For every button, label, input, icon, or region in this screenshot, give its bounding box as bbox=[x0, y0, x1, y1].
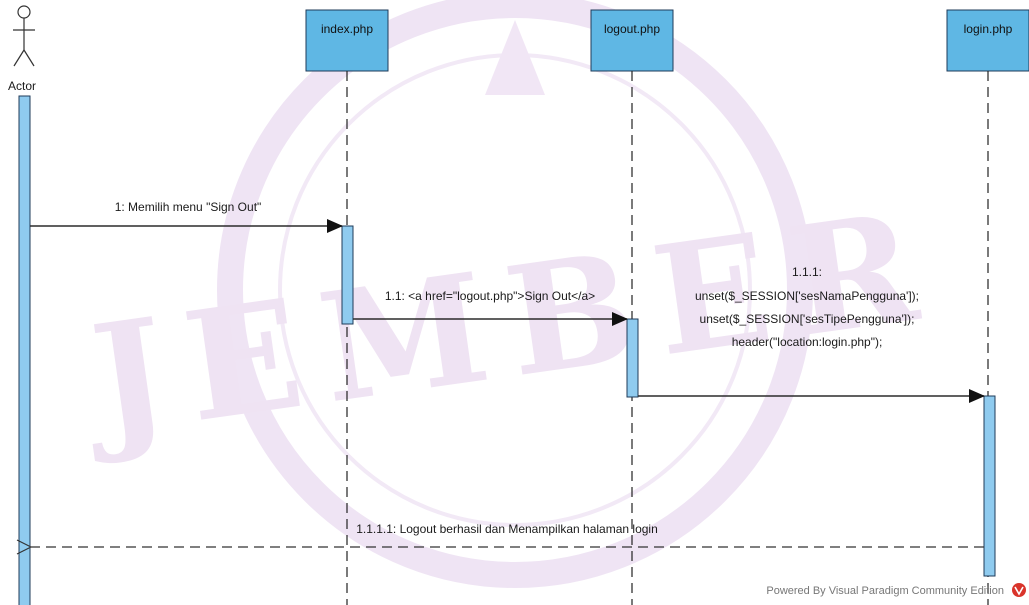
message-1: 1: Memilih menu "Sign Out" bbox=[30, 200, 343, 233]
login-activation-bar bbox=[983, 395, 996, 577]
logout-activation-bar bbox=[626, 318, 639, 398]
message-3-label-line-3: unset($_SESSION['sesTipePengguna']); bbox=[700, 312, 915, 326]
actor-activation-bar bbox=[18, 95, 31, 605]
message-2-label: 1.1: <a href="logout.php">Sign Out</a> bbox=[385, 289, 595, 303]
lifeline-login-label: login.php bbox=[964, 22, 1013, 36]
message-3-label-line-1: 1.1.1: bbox=[792, 265, 822, 279]
message-1-label: 1: Memilih menu "Sign Out" bbox=[115, 200, 262, 214]
lifeline-index-label: index.php bbox=[321, 22, 373, 36]
powered-by-credit: Powered By Visual Paradigm Community Edi… bbox=[766, 585, 1004, 597]
index-activation-bar bbox=[341, 225, 354, 325]
message-3: 1.1.1: unset($_SESSION['sesNamaPengguna'… bbox=[638, 265, 985, 403]
footer: Powered By Visual Paradigm Community Edi… bbox=[766, 583, 1026, 597]
actor-label: Actor bbox=[8, 79, 36, 93]
message-3-label-line-2: unset($_SESSION['sesNamaPengguna']); bbox=[695, 289, 919, 303]
message-3-label-line-4: header("location:login.php"); bbox=[732, 335, 883, 349]
actor: Actor bbox=[8, 5, 36, 93]
message-2: 1.1: <a href="logout.php">Sign Out</a> bbox=[353, 289, 628, 326]
message-4: 1.1.1.1: Logout berhasil dan Menampilkan… bbox=[31, 522, 984, 547]
lifeline-login: login.php bbox=[946, 9, 1029, 605]
actor-head bbox=[17, 5, 31, 19]
lifeline-login-box bbox=[946, 9, 1029, 72]
lifeline-index: index.php bbox=[305, 9, 389, 605]
lifeline-logout-box bbox=[590, 9, 674, 72]
visual-paradigm-logo-icon bbox=[1012, 583, 1026, 597]
lifeline-logout: logout.php bbox=[590, 9, 674, 605]
lifeline-logout-label: logout.php bbox=[604, 22, 660, 36]
message-4-label: 1.1.1.1: Logout berhasil dan Menampilkan… bbox=[356, 522, 658, 536]
lifeline-index-box bbox=[305, 9, 389, 72]
